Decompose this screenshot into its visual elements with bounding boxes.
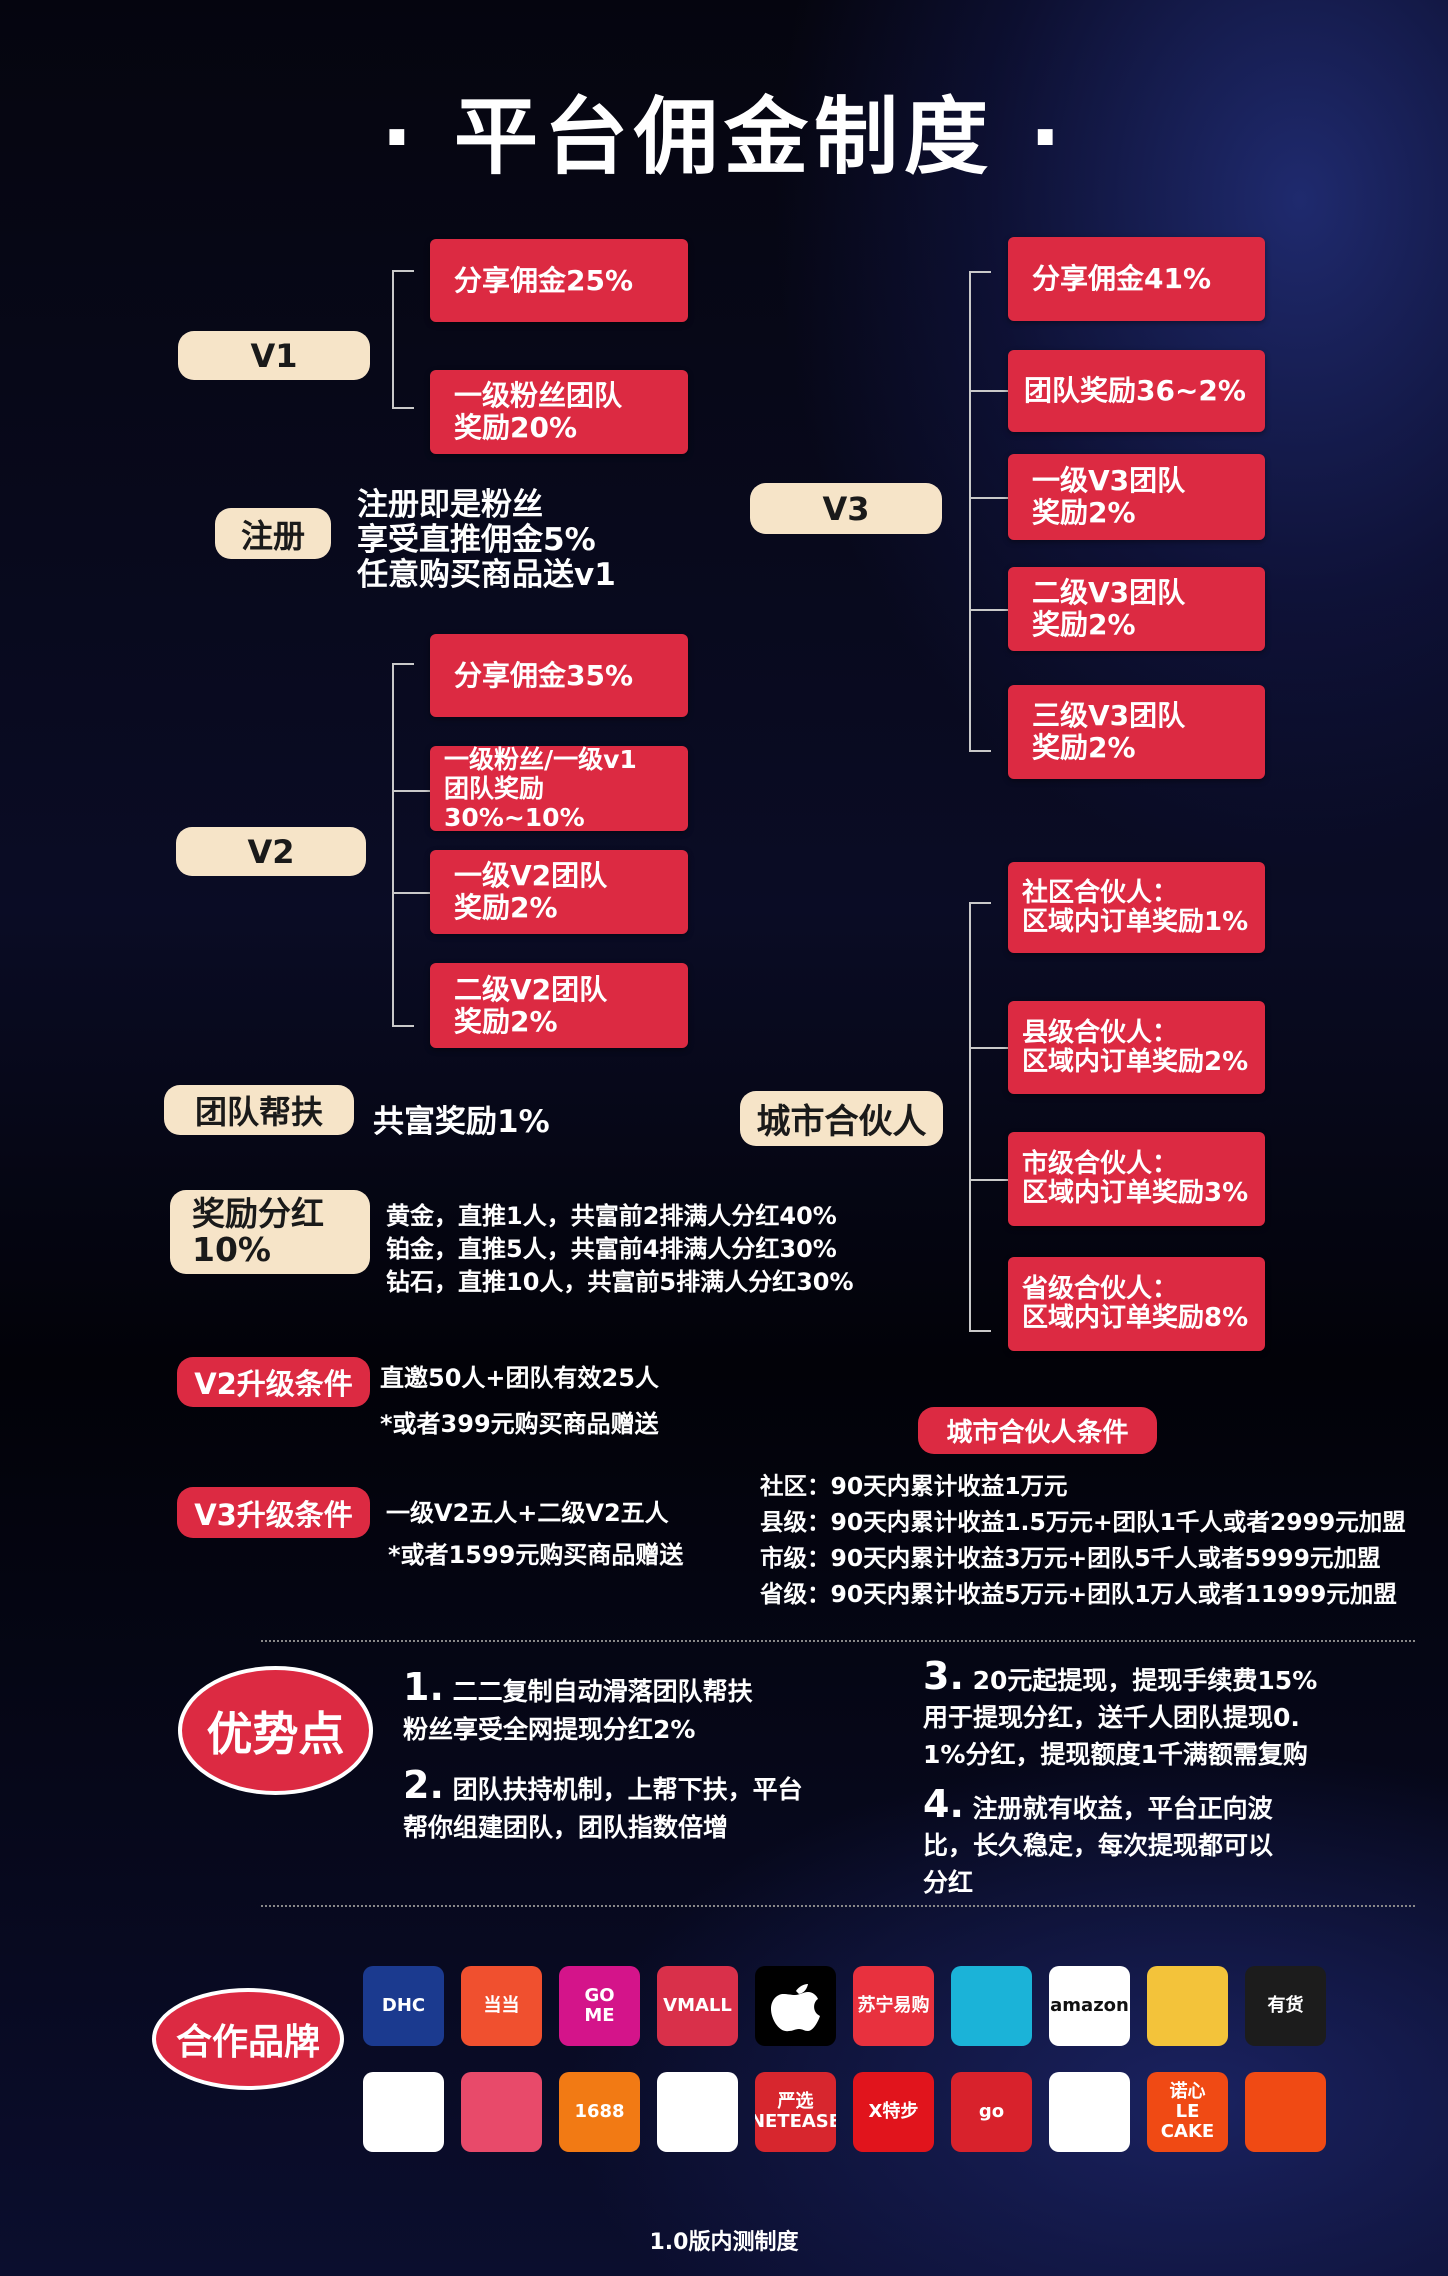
v3-item: 三级V3团队 奖励2% bbox=[1008, 685, 1265, 779]
advantage-point: 3. 20元起提现，提现手续费15% 用于提现分红，送千人团队提现0. 1%分红… bbox=[923, 1657, 1318, 1773]
bracket-stub bbox=[392, 892, 430, 894]
bracket-stub bbox=[392, 790, 430, 792]
advantage-point: 2. 团队扶持机制，上帮下扶，平台 帮你组建团队，团队指数倍增 bbox=[403, 1766, 803, 1847]
bracket-stub bbox=[969, 609, 1008, 611]
divider bbox=[261, 1640, 1415, 1642]
brand-logo-icon: 当当 bbox=[461, 1966, 542, 2046]
point-number: 3. bbox=[923, 1654, 964, 1698]
brand-logo-icon bbox=[951, 1966, 1032, 2046]
team-support-label: 团队帮扶 bbox=[164, 1085, 354, 1135]
brand-logo-icon bbox=[461, 2072, 542, 2152]
brand-logo-icon: DHC bbox=[363, 1966, 444, 2046]
point-number: 4. bbox=[923, 1782, 964, 1826]
brand-logo-icon bbox=[1049, 2072, 1130, 2152]
bracket-stub bbox=[969, 390, 1008, 392]
v1-label: V1 bbox=[178, 331, 370, 380]
brand-logo-icon bbox=[363, 2072, 444, 2152]
point-line: 比，长久稳定，每次提现都可以 bbox=[923, 1831, 1274, 1860]
brand-logo-icon: go bbox=[951, 2072, 1032, 2152]
register-line: 注册即是粉丝 bbox=[357, 487, 543, 523]
v2-item: 二级V2团队 奖励2% bbox=[430, 963, 688, 1048]
register-text: 注册即是粉丝 享受直推佣金5% 任意购买商品送v1 bbox=[357, 488, 616, 593]
v2-bracket bbox=[392, 663, 414, 1027]
divider bbox=[261, 1905, 1415, 1907]
register-label: 注册 bbox=[215, 508, 331, 559]
register-line: 享受直推佣金5% bbox=[357, 522, 596, 558]
city-partner-item: 社区合伙人： 区域内订单奖励1% bbox=[1008, 862, 1265, 953]
dividend-line: 钻石，直推10人，共富前5排满人分红30% bbox=[386, 1268, 854, 1296]
v3-label: V3 bbox=[750, 483, 942, 534]
point-line: 20元起提现，提现手续费15% bbox=[972, 1666, 1318, 1695]
v3-upgrade-line: 一级V2五人+二级V2五人 bbox=[386, 1499, 669, 1527]
city-partner-item: 市级合伙人： 区域内订单奖励3% bbox=[1008, 1132, 1265, 1226]
v1-item: 一级粉丝团队 奖励20% bbox=[430, 370, 688, 454]
point-number: 1. bbox=[403, 1665, 444, 1709]
v2-item: 分享佣金35% bbox=[430, 634, 688, 717]
city-conditions-text: 社区：90天内累计收益1万元 县级：90天内累计收益1.5万元+团队1千人或者2… bbox=[760, 1468, 1406, 1612]
city-condition-line: 社区：90天内累计收益1万元 bbox=[760, 1472, 1068, 1500]
point-line: 二二复制自动滑落团队帮扶 bbox=[452, 1677, 753, 1706]
v3-item: 团队奖励36~2% bbox=[1008, 350, 1265, 432]
brand-logo-icon: 严选 NETEASE bbox=[755, 2072, 836, 2152]
v3-upgrade-label: V3升级条件 bbox=[177, 1487, 370, 1538]
brand-logo-icon bbox=[1147, 1966, 1228, 2046]
brand-logo-icon: VMALL bbox=[657, 1966, 738, 2046]
city-partner-bracket bbox=[969, 902, 991, 1332]
brand-logo-icon: 苏宁易购 bbox=[853, 1966, 934, 2046]
city-conditions-label: 城市合伙人条件 bbox=[918, 1407, 1157, 1454]
brand-logo-icon bbox=[657, 2072, 738, 2152]
dividend-text: 黄金，直推1人，共富前2排满人分红40% 铂金，直推5人，共富前4排满人分红30… bbox=[386, 1200, 854, 1299]
city-partner-label: 城市合伙人 bbox=[740, 1091, 943, 1146]
v1-item: 分享佣金25% bbox=[430, 239, 688, 322]
v3-item: 二级V3团队 奖励2% bbox=[1008, 567, 1265, 651]
dividend-line: 铂金，直推5人，共富前4排满人分红30% bbox=[386, 1235, 837, 1263]
v3-bracket bbox=[969, 271, 991, 752]
brand-logo-icon: GO ME bbox=[559, 1966, 640, 2046]
dividend-line: 黄金，直推1人，共富前2排满人分红40% bbox=[386, 1202, 837, 1230]
brand-logo-icon: 有货 bbox=[1245, 1966, 1326, 2046]
city-partner-item: 县级合伙人： 区域内订单奖励2% bbox=[1008, 1001, 1265, 1094]
v1-bracket bbox=[392, 270, 414, 409]
brand-logo-icon: 1688 bbox=[559, 2072, 640, 2152]
city-condition-line: 省级：90天内累计收益5万元+团队1万人或者11999元加盟 bbox=[760, 1580, 1397, 1608]
brand-logo-icon: X特步 bbox=[853, 2072, 934, 2152]
point-line: 1%分红，提现额度1千满额需复购 bbox=[923, 1740, 1308, 1769]
point-line: 帮你组建团队，团队指数倍增 bbox=[403, 1813, 729, 1842]
advantages-label: 优势点 bbox=[178, 1666, 373, 1795]
v2-label: V2 bbox=[176, 827, 366, 876]
bracket-stub bbox=[969, 497, 1008, 499]
bracket-stub bbox=[969, 1179, 1008, 1181]
point-line: 用于提现分红，送千人团队提现0. bbox=[923, 1703, 1300, 1732]
v3-upgrade-line: *或者1599元购买商品赠送 bbox=[388, 1541, 684, 1569]
point-line: 粉丝享受全网提现分红2% bbox=[403, 1715, 696, 1744]
page-title: · 平台佣金制度 · bbox=[380, 88, 1068, 186]
v2-item: 一级V2团队 奖励2% bbox=[430, 850, 688, 934]
point-line: 注册就有收益，平台正向波 bbox=[972, 1794, 1273, 1823]
v2-upgrade-line: *或者399元购买商品赠送 bbox=[380, 1410, 659, 1438]
brand-logo-icon: amazon bbox=[1049, 1966, 1130, 2046]
city-condition-line: 市级：90天内累计收益3万元+团队5千人或者5999元加盟 bbox=[760, 1544, 1381, 1572]
register-line: 任意购买商品送v1 bbox=[357, 557, 616, 593]
point-line: 分红 bbox=[923, 1868, 974, 1897]
v3-item: 一级V3团队 奖励2% bbox=[1008, 454, 1265, 540]
brand-logo-icon: 诺心 LE CAKE bbox=[1147, 2072, 1228, 2152]
point-line: 团队扶持机制，上帮下扶，平台 bbox=[452, 1775, 803, 1804]
point-number: 2. bbox=[403, 1763, 444, 1807]
brand-logo-icon bbox=[1245, 2072, 1326, 2152]
v2-upgrade-label: V2升级条件 bbox=[177, 1357, 370, 1407]
dividend-label: 奖励分红 10% bbox=[170, 1190, 370, 1274]
advantage-point: 4. 注册就有收益，平台正向波 比，长久稳定，每次提现都可以 分红 bbox=[923, 1785, 1274, 1901]
v2-upgrade-line: 直邀50人+团队有效25人 bbox=[380, 1364, 659, 1392]
brand-logo-icon bbox=[755, 1966, 836, 2046]
bracket-stub bbox=[969, 1047, 1008, 1049]
advantage-point: 1. 二二复制自动滑落团队帮扶 粉丝享受全网提现分红2% bbox=[403, 1668, 753, 1749]
team-support-text: 共富奖励1% bbox=[373, 1104, 550, 1140]
city-partner-item: 省级合伙人： 区域内订单奖励8% bbox=[1008, 1257, 1265, 1351]
v3-item: 分享佣金41% bbox=[1008, 237, 1265, 321]
brands-label: 合作品牌 bbox=[152, 1988, 344, 2090]
city-condition-line: 县级：90天内累计收益1.5万元+团队1千人或者2999元加盟 bbox=[760, 1508, 1406, 1536]
v2-item: 一级粉丝/一级v1 团队奖励30%~10% bbox=[430, 745, 688, 832]
footer-version: 1.0版内测制度 bbox=[649, 2230, 799, 2255]
